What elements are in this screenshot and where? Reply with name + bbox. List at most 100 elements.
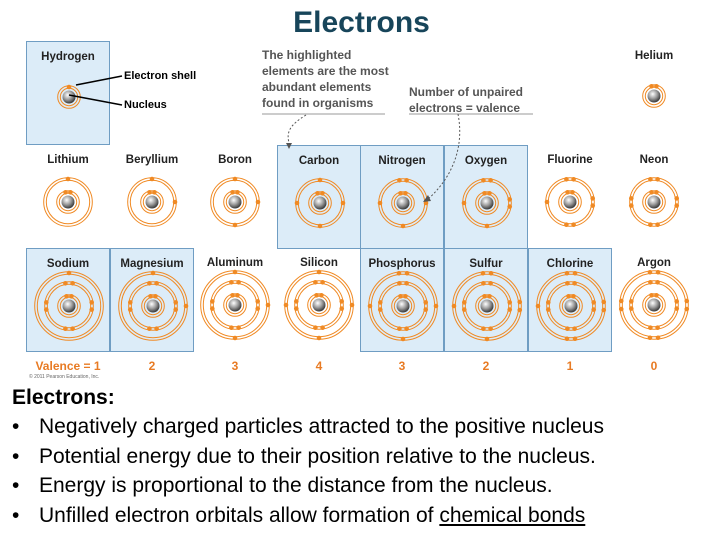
electron-shell [393,193,413,213]
electron-shell [223,190,247,214]
element-cell-lithium: Lithium [26,145,110,249]
element-name: Lithium [47,154,89,166]
electron [571,176,576,182]
electron [255,299,261,304]
electron [127,307,133,312]
electron-shell [378,281,428,331]
electron [404,280,409,286]
element-cell-aluminum: Aluminum [193,248,277,352]
electron [70,280,75,286]
electron [320,279,325,285]
electron [488,280,493,286]
electron [571,222,576,228]
electron [43,300,49,305]
electron [313,325,318,331]
electron [655,279,660,285]
element-cell-sulfur: Sulfur [444,248,528,352]
chemical-bonds-link[interactable]: chemical bonds [439,503,586,527]
electron [294,200,300,206]
electron-shell [475,294,499,318]
electron [209,299,215,304]
electron [423,200,429,206]
electron [590,196,596,201]
electron [451,303,457,309]
nucleus [396,299,410,313]
electron [63,280,68,286]
nucleus [480,196,494,210]
electron [648,222,653,228]
electron [628,299,634,304]
electron-shell [631,179,677,225]
electron [654,292,659,298]
electron [147,280,152,286]
electron-shell [644,192,664,212]
electron [545,300,551,305]
electron-shell [619,270,689,340]
electron [570,189,575,195]
electron [172,199,178,205]
electron [235,189,240,195]
electron [565,280,570,286]
element-name: Phosphorus [368,258,436,270]
element-cell-boron: Boron [193,145,277,249]
electron-shell [308,191,332,215]
electron [283,302,289,308]
electron-shell [546,281,596,331]
element-name: Hydrogen [41,51,95,63]
element-name: Helium [634,50,674,62]
element-cell-hydrogen: Hydrogen [26,41,110,145]
electron [507,307,513,312]
electron [153,293,158,299]
electron [566,293,571,299]
electron-shell [59,296,79,316]
electron-shell [631,282,677,328]
element-cell-magnesium: Magnesium [110,248,194,352]
element-cell-fluorine: Fluorine [528,145,612,249]
electron [293,306,299,311]
bullet-dot-icon: • [12,415,20,438]
electron-shell [143,296,163,316]
electron-shell [475,191,499,215]
valence-label: 3 [231,359,239,373]
electron [255,199,261,205]
electron [148,293,153,299]
electron [544,199,550,205]
electron-shell [642,293,666,317]
electron [591,307,597,312]
electron [313,279,318,285]
electron-shell [629,280,679,330]
nucleus [647,298,661,312]
electron [628,196,634,201]
electron [423,307,429,312]
electron [404,177,409,183]
electron [618,298,624,304]
electron [229,325,234,331]
electron [480,270,486,276]
electron [655,325,660,331]
highlight-note-line: elements are the most [262,64,389,78]
electron [601,299,607,305]
bullet-dot-icon: • [12,444,20,468]
copyright: © 2011 Pearson Education, Inc. [29,374,100,380]
electron-shell [142,192,162,212]
unpaired-note-line: Number of unpaired [409,85,524,99]
element-cell-carbon: Carbon [277,145,361,249]
electron [433,303,439,309]
electron [317,177,323,183]
electron [488,326,493,332]
electron-shell [44,281,94,331]
electron-shell [223,293,247,317]
nucleus [312,298,326,312]
element-cell-phosphorus: Phosphorus [360,248,444,352]
valence-label: 0 [650,359,658,373]
electron [397,280,402,286]
electron [590,203,596,208]
electron [572,336,578,342]
atom-diagram [544,176,596,228]
electron-shell [225,295,245,315]
bullet-text: Unfilled electron orbitals allow formati… [39,503,440,527]
element-name: Nitrogen [378,155,426,167]
element-name: Fluorine [547,154,593,166]
electron [481,326,486,332]
